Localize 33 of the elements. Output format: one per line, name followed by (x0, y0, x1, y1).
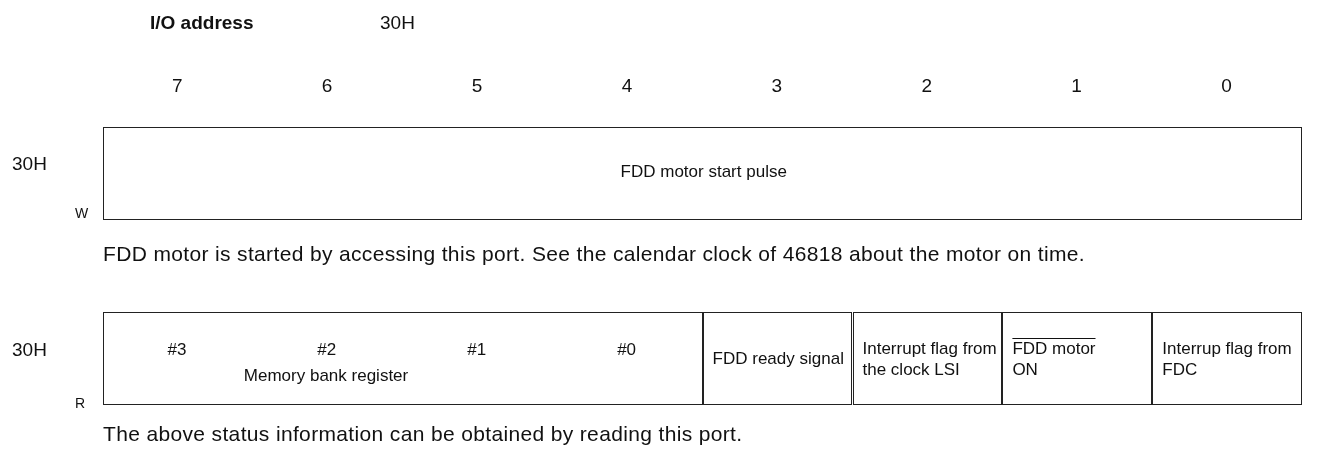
bit-number: 3 (771, 75, 783, 97)
register-field (702, 312, 853, 405)
register-field (103, 312, 703, 405)
address-label: 30H (12, 339, 47, 361)
bit-number: 1 (1071, 75, 1082, 97)
field-label: FDD ready signal (712, 348, 844, 369)
address-label: 30H (380, 12, 415, 34)
field-label: Interrup flag from FDC (1162, 337, 1293, 380)
register-field (103, 127, 1303, 220)
bit-number: 2 (921, 75, 932, 97)
field-label: FDD motor (1012, 337, 1096, 359)
bank-number: #0 (617, 339, 637, 360)
field-label: Interrupt flag from the clock LSI (862, 337, 998, 380)
bank-number: #2 (317, 339, 337, 360)
field-label: Memory bank register (243, 365, 409, 386)
bank-number: #3 (167, 339, 187, 360)
bit-number: 5 (471, 75, 483, 97)
register-field (852, 312, 1003, 405)
field-label: ON (1012, 358, 1038, 380)
address-label: 30H (12, 153, 47, 175)
heading: I/O address (150, 12, 254, 34)
bit-number: 4 (621, 75, 633, 97)
note-text: FDD motor is started by accessing this port. See the calendar clock of 46818 about the motor on time. (103, 241, 1086, 267)
bit-number: 0 (1221, 75, 1232, 97)
bit-number: 6 (321, 75, 333, 97)
register-field (1002, 312, 1153, 405)
bank-number: #1 (467, 339, 487, 360)
access-mode-label: R (75, 394, 86, 413)
register-field (1152, 312, 1303, 405)
access-mode-label: W (75, 204, 89, 223)
bit-number: 7 (171, 75, 183, 97)
field-label: FDD motor start pulse (620, 161, 787, 182)
note-text: The above status information can be obtained by reading this port. (103, 421, 744, 447)
